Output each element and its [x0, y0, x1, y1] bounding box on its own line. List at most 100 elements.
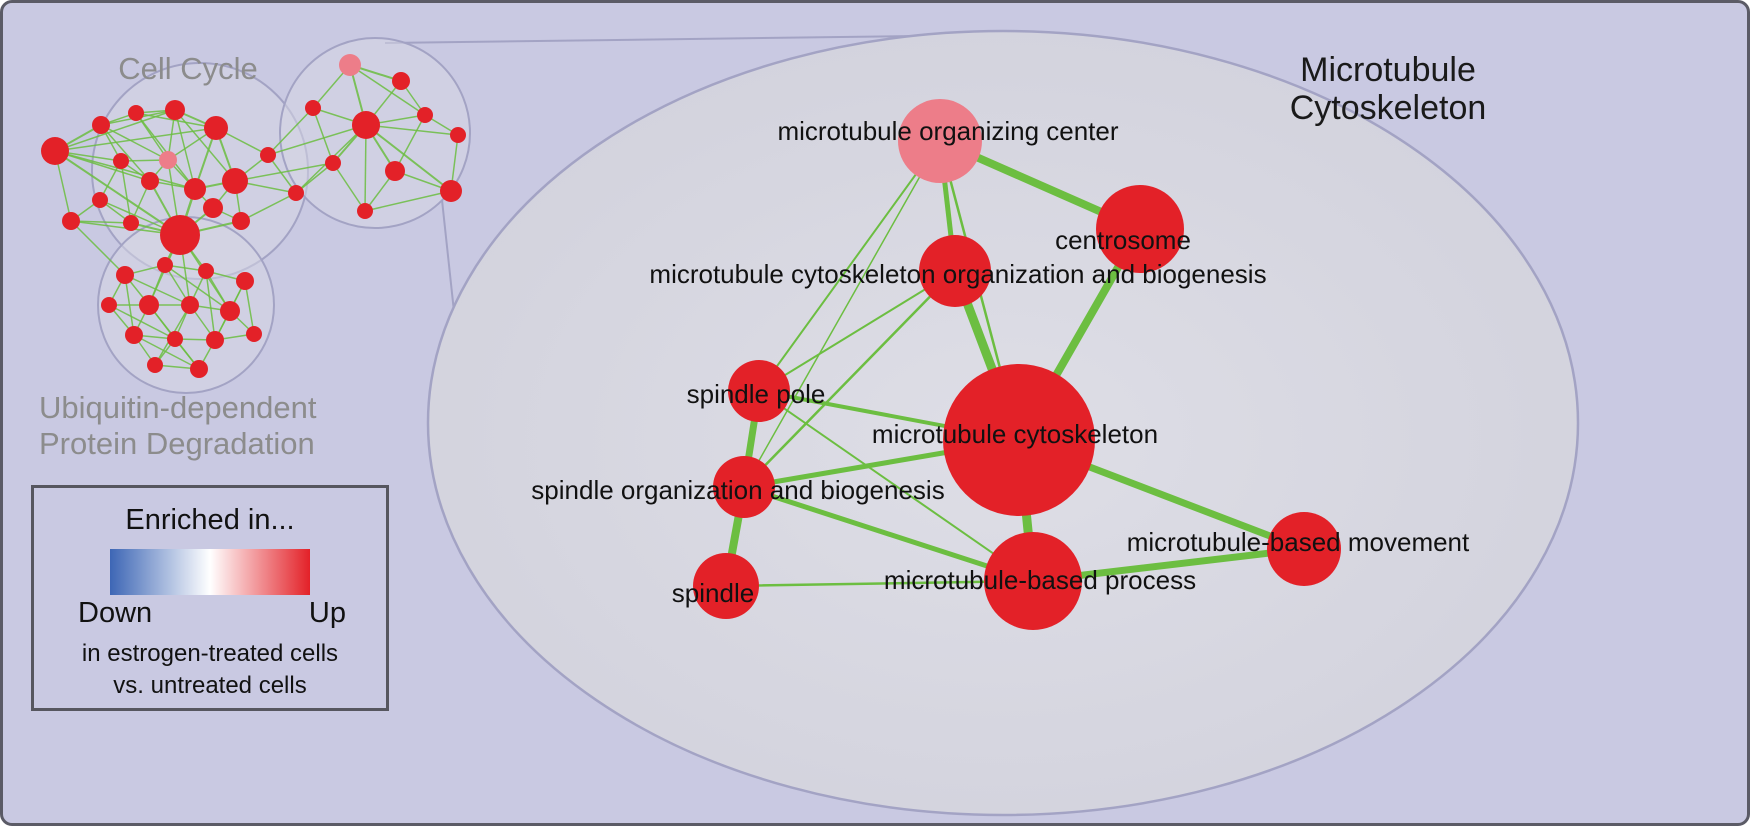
zoom-edge — [758, 140, 941, 392]
network-scene: microtubule organizing center centrosome m… — [39, 29, 1580, 817]
overview-node — [62, 212, 80, 230]
overview-edge — [365, 124, 452, 192]
overview-edge — [70, 220, 132, 224]
overview-node — [203, 198, 223, 218]
overview-node — [198, 263, 214, 279]
zoom-title-line2: Cytoskeleton — [1290, 89, 1487, 127]
overview-node — [181, 296, 199, 314]
zoom-node-label-microtubule-organizing-center: microtubule organizing center — [777, 116, 1118, 146]
zoom-node-spindle-pole — [728, 360, 790, 422]
zoom-node-spindle — [693, 553, 759, 619]
overview-edge — [267, 107, 314, 156]
zoom-node-microtubule-based-movement — [1267, 512, 1341, 586]
overview-node — [160, 215, 200, 255]
overview-edge — [100, 124, 169, 161]
zoom-callout-lines — [384, 34, 994, 322]
overview-node — [116, 266, 134, 284]
overview-node — [92, 116, 110, 134]
overview-node — [184, 178, 206, 200]
legend-gradient-bar — [110, 549, 310, 595]
overview-edge — [135, 112, 217, 129]
overview-edge — [240, 192, 297, 222]
zoom-node-centrosome — [1096, 185, 1184, 273]
overview-node — [385, 161, 405, 181]
zoom-node-label-microtubule-based-process: microtubule-based process — [884, 565, 1196, 595]
overview-edge — [70, 220, 126, 276]
overview-node — [232, 212, 250, 230]
zoom-node-labels: microtubule organizing center centrosome m… — [531, 116, 1470, 608]
overview-edge — [349, 64, 426, 116]
overview-edge — [365, 124, 459, 136]
overview-edge — [364, 124, 367, 212]
overview-node — [352, 111, 380, 139]
zoom-edge — [741, 484, 1036, 584]
overview-node — [222, 168, 248, 194]
overview-node — [236, 272, 254, 290]
overview-node — [165, 100, 185, 120]
overview-node — [339, 54, 361, 76]
ubiquitin-cluster-label-line2: Protein Degradation — [39, 426, 315, 461]
overview-node — [141, 172, 159, 190]
zoom-node-label-microtubule-based-movement: microtubule-based movement — [1127, 527, 1470, 557]
overview-node — [440, 180, 462, 202]
overview-node — [288, 185, 304, 201]
zoom-edge — [758, 270, 956, 392]
zoom-edge — [743, 140, 941, 488]
legend-subtitle-line2: vs. untreated cells — [113, 671, 307, 699]
zoom-node-label-centrosome: centrosome — [1055, 225, 1191, 255]
legend-title: Enriched in... — [125, 504, 295, 536]
overview-node — [417, 107, 433, 123]
overview-node — [220, 301, 240, 321]
overview-node — [190, 360, 208, 378]
legend: Enriched in... Down Up in estrogen-treat… — [31, 485, 389, 711]
zoom-node-microtubule-cytoskeleton — [943, 364, 1095, 516]
overview-edge — [54, 150, 181, 236]
overview-node — [125, 326, 143, 344]
overview-edge — [54, 127, 217, 152]
zoom-node-label-microtubule-cytoskeleton: microtubule cytoskeleton — [872, 419, 1158, 449]
overview-node — [305, 100, 321, 116]
overview-node — [113, 153, 129, 169]
cluster-circles — [91, 37, 471, 394]
ubiquitin-cluster-label-line1: Ubiquitin-dependent — [39, 390, 317, 425]
overview-node — [450, 127, 466, 143]
overview-edge — [394, 114, 426, 172]
zoom-nodes — [693, 99, 1341, 630]
zoom-node-spindle-organization-and-biogenesis — [713, 456, 775, 518]
overview-edge — [364, 190, 452, 212]
overview-edge — [332, 162, 366, 212]
overview-node — [123, 215, 139, 231]
overview-node — [41, 137, 69, 165]
zoom-node-label-spindle-pole: spindle pole — [687, 379, 826, 409]
overview-edge — [234, 162, 334, 182]
overview-edge — [267, 124, 367, 156]
zoom-edge — [742, 269, 957, 489]
overview-edge — [133, 334, 200, 370]
overview-node — [147, 357, 163, 373]
zoom-node-label-microtubule-cytoskeleton-organization-and-biogenesis: microtubule cytoskeleton organization an… — [649, 259, 1266, 289]
legend-up-label: Up — [308, 597, 346, 629]
zoom-node-microtubule-cytoskeleton-organization-and-biogenesis — [919, 235, 991, 307]
overview-node — [357, 203, 373, 219]
overview-edge — [164, 264, 231, 312]
zoom-edge — [758, 390, 1034, 582]
overview-node — [139, 295, 159, 315]
overview-node — [128, 105, 144, 121]
overview-node — [246, 326, 262, 342]
zoom-node-microtubule-organizing-center — [898, 99, 982, 183]
overview-node — [159, 151, 177, 169]
zoom-title-line1: Microtubule — [1300, 51, 1476, 89]
zoom-callout-line — [441, 199, 456, 322]
overview-edge — [135, 112, 196, 190]
overview-node — [325, 155, 341, 171]
cell-cycle-cluster-label: Cell Cycle — [118, 51, 258, 86]
overview-nodes — [41, 54, 466, 378]
zoom-callout-line — [384, 34, 994, 44]
overview-node — [392, 72, 410, 90]
legend-down-label: Down — [78, 597, 153, 629]
overview-node — [206, 331, 224, 349]
zoom-edge — [724, 579, 1035, 588]
overview-node — [260, 147, 276, 163]
overview-node — [101, 297, 117, 313]
